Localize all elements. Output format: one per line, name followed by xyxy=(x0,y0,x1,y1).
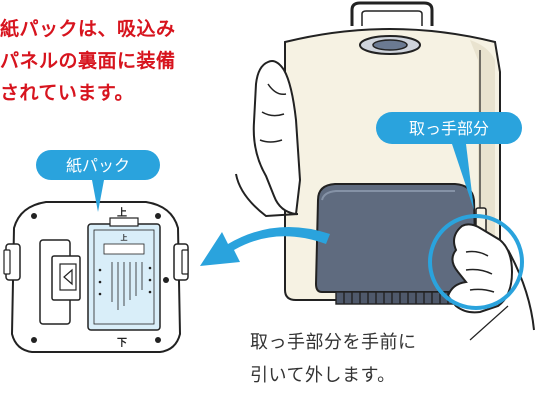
instruction-pointer xyxy=(469,305,509,341)
panel-top-mark: 上 xyxy=(117,206,127,219)
paper-pack-label-text: 紙パック xyxy=(66,156,130,175)
panel-vents xyxy=(335,291,467,305)
panel-back: 上 上 下 xyxy=(3,201,189,353)
paper-pack-label: 紙パック xyxy=(36,150,160,212)
instruction: 取っ手部分を手前に 引いて外します。 xyxy=(250,326,417,392)
vacuum-unit xyxy=(284,1,501,305)
caption-line-2: パネルの裏面に装備 xyxy=(0,50,176,72)
handle-highlight-circle xyxy=(428,214,524,310)
left-hand xyxy=(235,60,302,218)
handle-part-label-text: 取っ手部分 xyxy=(409,119,489,138)
removal-arrow xyxy=(200,226,330,266)
clip-arrow-icon xyxy=(63,268,73,286)
panel-bottom-mark: 下 xyxy=(117,337,127,349)
card-top-mark: 上 xyxy=(121,233,128,242)
caption: 紙パックは、吸込み パネルの裏面に装備 されています。 xyxy=(0,13,176,109)
top-handle xyxy=(350,1,434,26)
instruction-line-1: 取っ手部分を手前に xyxy=(250,332,417,353)
right-hand xyxy=(446,223,535,331)
caption-line-1: 紙パックは、吸込み xyxy=(0,18,176,40)
caption-line-3: されています。 xyxy=(0,82,135,104)
handle-part-label: 取っ手部分 xyxy=(376,112,522,210)
suction-panel xyxy=(314,183,478,293)
instruction-line-2: 引いて外します。 xyxy=(250,365,396,386)
